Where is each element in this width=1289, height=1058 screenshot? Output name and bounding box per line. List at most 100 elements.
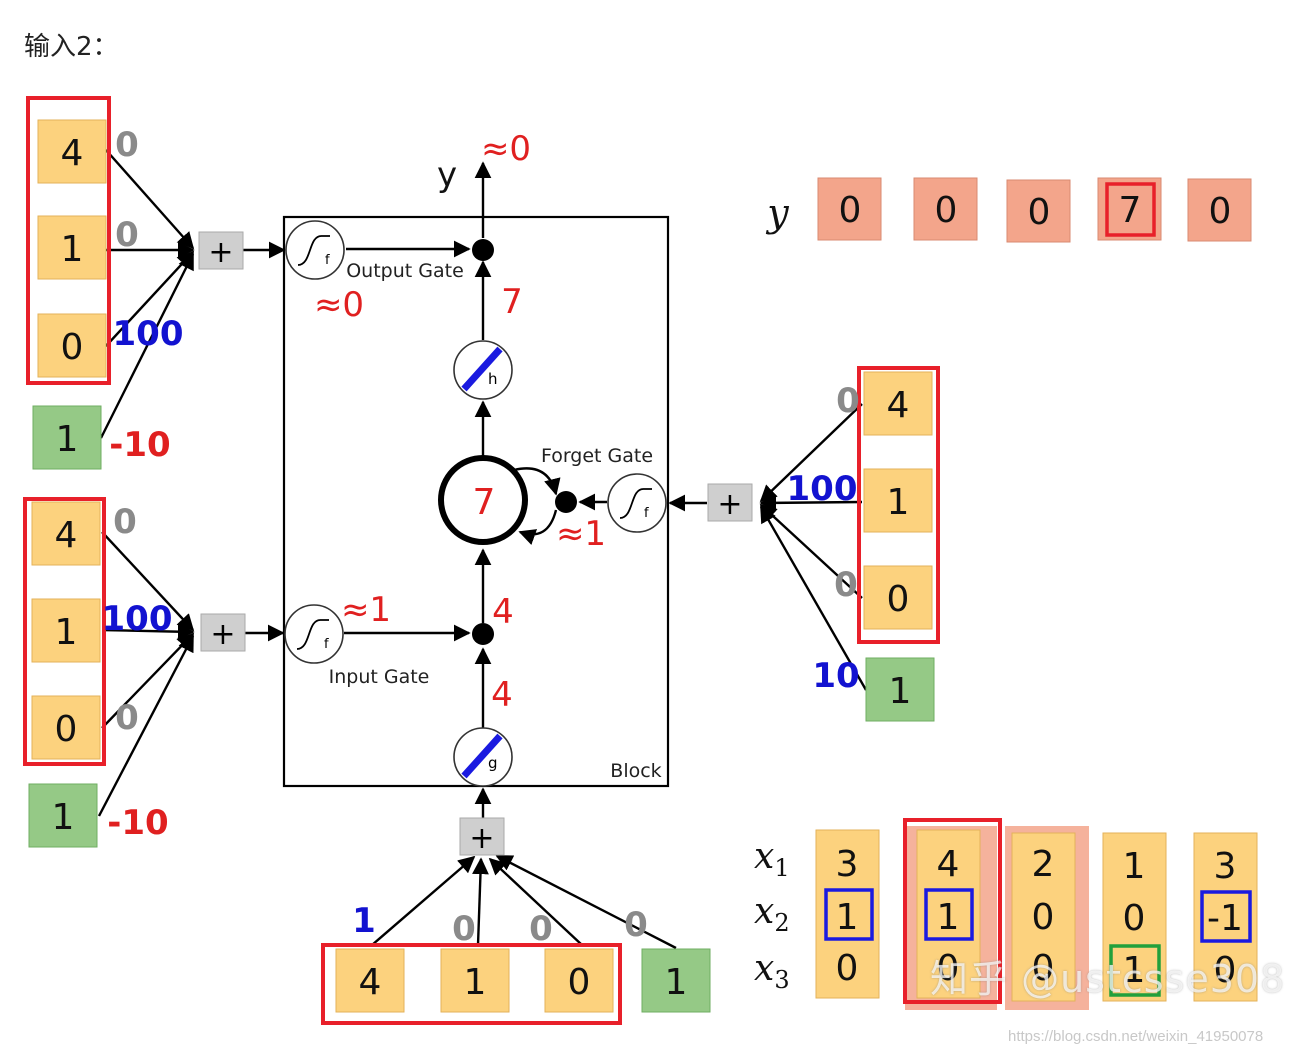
memory-cell: 7 (438, 455, 528, 545)
y-value: 0 (935, 190, 958, 231)
weight-label: 0 (624, 905, 648, 945)
weight-label: 0 (115, 215, 139, 255)
input-cell (37, 313, 107, 378)
bias-weight-label: -10 (109, 425, 170, 465)
output-gate-value: ≈0 (314, 285, 364, 325)
weight-label: 100 (787, 469, 858, 509)
x-column (1193, 832, 1258, 1002)
block-output-value: ≈0 (481, 129, 531, 169)
input-value: 0 (55, 709, 78, 750)
input-gate-inputs: 4 1 0 1 0 100 0 -10 (23, 497, 173, 848)
input-value: 1 (55, 612, 78, 653)
weight-label: 0 (834, 565, 858, 605)
gate-subscript: f (324, 637, 329, 652)
highlight-box (321, 943, 622, 1025)
y-sequence-label: y (765, 191, 789, 235)
input-value: 1 (464, 962, 487, 1003)
bias-cell (28, 783, 98, 848)
x-row-labels: x1 x2 x3 (754, 836, 790, 994)
forget-gate-value: ≈1 (556, 514, 606, 554)
bias-cell (865, 657, 935, 722)
block-label: Block (610, 760, 661, 782)
x-value: -1 (1207, 898, 1243, 939)
highlight-box (26, 96, 111, 385)
y-value: 7 (1119, 190, 1142, 231)
linear-slash-icon (461, 346, 503, 392)
bias-weight-label: 10 (812, 656, 859, 696)
watermark-logo: 知乎 @ustcsse308 (930, 957, 1286, 1001)
input-cell (863, 371, 933, 436)
bias-value: 1 (56, 419, 79, 460)
sigmoid-curve-icon (297, 235, 330, 266)
output-cell (1006, 179, 1071, 243)
weight-label: 0 (452, 909, 476, 949)
bias-value: 1 (665, 962, 688, 1003)
sum-boxes: + + + + (198, 231, 753, 856)
input-gate-node: f (284, 604, 344, 664)
highlight-box (824, 888, 874, 941)
input-cell (31, 695, 101, 760)
weight-label: 0 (529, 909, 553, 949)
highlight-box (1105, 182, 1156, 237)
input-value: 1 (61, 229, 84, 270)
weight-label: 0 (836, 381, 860, 421)
gate-circle (284, 604, 344, 664)
sum-box-icon (459, 817, 505, 856)
output-gate-inputs: 4 1 0 1 0 0 100 -10 (26, 96, 184, 470)
black-dot-icon (472, 239, 494, 261)
x-column (1011, 832, 1076, 1002)
activation-subscript: g (488, 754, 498, 772)
h-output-value: 7 (501, 282, 523, 322)
bias-cell (32, 405, 102, 470)
block-output-label: y (437, 155, 457, 195)
sum-box-icon (198, 231, 244, 270)
gate-subscript: f (644, 506, 649, 521)
input-cell (335, 948, 405, 1013)
linear-slash-icon (461, 733, 503, 779)
highlight-box (924, 888, 974, 941)
highlight-box (903, 818, 1002, 1004)
bias-value: 1 (889, 671, 912, 712)
input-value: 1 (887, 482, 910, 523)
output-gate-label: Output Gate (346, 260, 464, 282)
x-row-label: x3 (754, 948, 790, 994)
input-cell (37, 119, 107, 184)
g-output-value: 4 (491, 675, 513, 715)
weight-label: 100 (113, 314, 184, 354)
input-value: 4 (55, 515, 78, 556)
sum-box-icon (707, 483, 753, 522)
cell-value: 7 (473, 482, 496, 523)
input-value: 4 (887, 385, 910, 426)
x-value: 1 (1123, 846, 1146, 887)
input-cell (863, 468, 933, 533)
input-value: 0 (61, 327, 84, 368)
input-value: 4 (61, 133, 84, 174)
sum-symbol: + (208, 235, 233, 270)
gate-subscript: f (325, 253, 330, 268)
input-gate-value: ≈1 (341, 590, 391, 630)
y-sequence: y 0 0 0 7 0 (765, 177, 1252, 243)
input-cell (37, 215, 107, 280)
y-value: 0 (839, 190, 862, 231)
input-mult-value: 4 (492, 592, 514, 632)
x-value: 0 (836, 948, 859, 989)
bias-value: 1 (52, 797, 75, 838)
input-cell (31, 598, 101, 663)
weight-label: 0 (113, 502, 137, 542)
watermark-url: https://blog.csdn.net/weixin_41950078 (1008, 1028, 1264, 1045)
sum-symbol: + (210, 617, 235, 652)
output-cell (913, 177, 978, 241)
forget-gate-inputs: 4 1 0 1 0 100 0 10 (787, 366, 940, 722)
x-value: 2 (1032, 844, 1055, 885)
sigmoid-curve-icon (619, 488, 652, 519)
x-value: 0 (1032, 948, 1055, 989)
y-value: 0 (1209, 191, 1232, 232)
input-value: 0 (568, 962, 591, 1003)
highlight-box (1200, 890, 1252, 943)
weight-label: 100 (102, 599, 173, 639)
x-row-label: x1 (754, 836, 790, 882)
bias-weight-label: -10 (107, 803, 168, 843)
forget-gate-label: Forget Gate (541, 445, 653, 467)
highlight-box (857, 366, 940, 644)
